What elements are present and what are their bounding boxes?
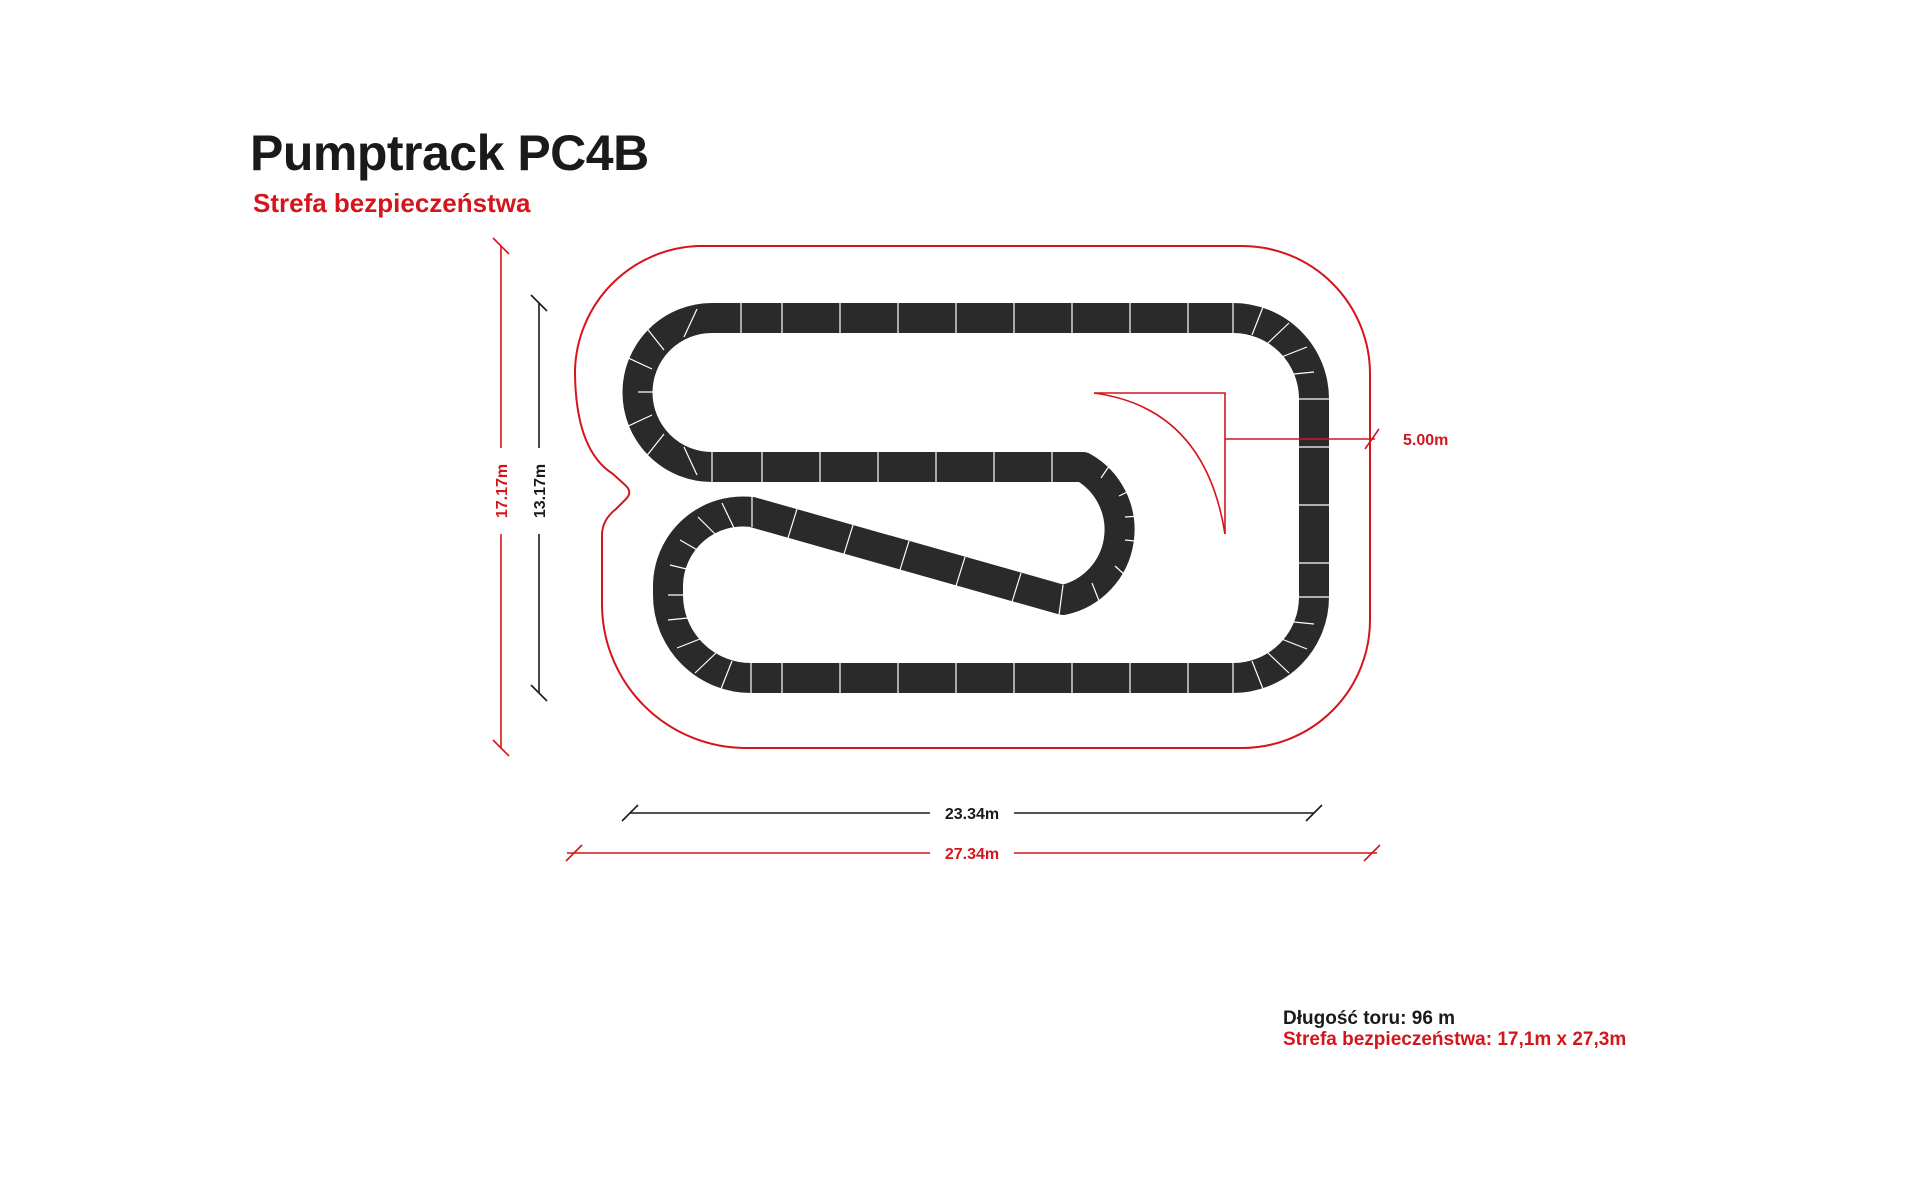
inner-height-label: 13.17m: [532, 464, 549, 518]
outer-width-dimension: [565, 844, 1381, 862]
outer-height-label: 17.17m: [494, 464, 511, 518]
zone-offset-label: 5.00m: [1403, 432, 1448, 449]
safety-zone-outline: [573, 245, 1371, 749]
track-length-text: Długość toru: 96 m: [1283, 1008, 1456, 1029]
track-info: Długość toru: 96 m Strefa bezpieczeństwa…: [1283, 1008, 1626, 1050]
page-title: Pumptrack PC4B: [250, 125, 649, 181]
page-subtitle: Strefa bezpieczeństwa: [253, 188, 531, 218]
track-segment-lines: [623, 303, 1329, 693]
outer-height-dimension: [492, 237, 510, 757]
inner-width-dimension: [621, 804, 1323, 822]
inner-height-dimension: [530, 294, 548, 702]
inner-width-label: 23.34m: [945, 806, 999, 823]
offset-indicator: [1093, 392, 1380, 535]
outer-width-label: 27.34m: [945, 846, 999, 863]
track-path-full: [622, 303, 1329, 693]
safety-zone-text: Strefa bezpieczeństwa: 17,1m x 27,3m: [1283, 1029, 1627, 1050]
